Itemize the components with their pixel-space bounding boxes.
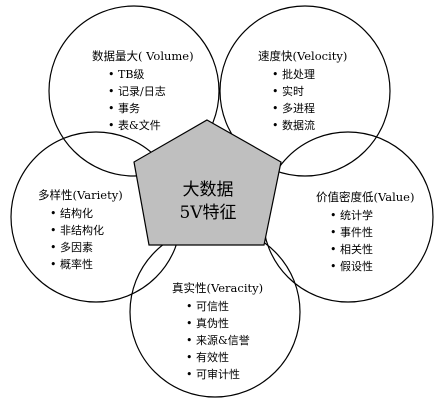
- volume-item: • 记录/日志: [108, 85, 166, 98]
- center-line-2: 5V特征: [179, 203, 236, 223]
- variety-item: • 结构化: [50, 206, 93, 220]
- variety-group: 多样性(Variety) • 结构化 • 非结构化 • 多因素 • 概率性: [38, 188, 123, 271]
- variety-title: 多样性(Variety): [38, 188, 123, 202]
- veracity-title: 真实性(Veracity): [172, 281, 263, 295]
- volume-item: • 表&文件: [108, 118, 161, 132]
- velocity-item: • 多进程: [272, 101, 315, 115]
- center-line-1: 大数据: [183, 180, 234, 200]
- velocity-item: • 数据流: [272, 118, 315, 132]
- velocity-item: • 实时: [272, 84, 304, 98]
- velocity-title: 速度快(Velocity): [258, 49, 347, 63]
- value-item: • 事件性: [330, 225, 373, 239]
- velocity-group: 速度快(Velocity) • 批处理 • 实时 • 多进程 • 数据流: [258, 49, 347, 132]
- value-title: 价值密度低(Value): [316, 190, 414, 204]
- volume-item: • TB级: [108, 68, 144, 81]
- volume-item: • 事务: [108, 102, 140, 115]
- veracity-item: • 来源&信誉: [186, 333, 250, 347]
- volume-circle: [48, 5, 220, 177]
- veracity-item: • 有效性: [186, 350, 229, 364]
- veracity-item: • 可审计性: [186, 367, 240, 381]
- veracity-item: • 可信性: [186, 299, 229, 313]
- value-group: 价值密度低(Value) • 统计学 • 事件性 • 相关性 • 假设性: [316, 190, 414, 273]
- velocity-circle: [219, 5, 391, 177]
- volume-group: 数据量大( Volume) • TB级 • 记录/日志 • 事务 • 表&文件: [92, 49, 194, 132]
- center-pentagon: [133, 119, 282, 246]
- value-item: • 假设性: [330, 259, 373, 273]
- variety-item: • 概率性: [50, 257, 93, 271]
- value-item: • 统计学: [330, 208, 373, 222]
- variety-item: • 多因素: [50, 240, 93, 254]
- veracity-item: • 真伪性: [186, 316, 229, 330]
- volume-title: 数据量大( Volume): [92, 49, 194, 63]
- variety-item: • 非结构化: [50, 223, 104, 237]
- veracity-group: 真实性(Veracity) • 可信性 • 真伪性 • 来源&信誉 • 有效性 …: [172, 281, 263, 381]
- velocity-item: • 批处理: [272, 67, 315, 81]
- value-item: • 相关性: [330, 242, 373, 256]
